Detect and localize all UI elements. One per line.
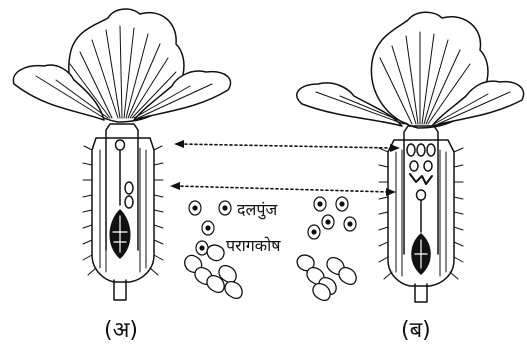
arrow-stigma-to-anther <box>180 144 394 148</box>
pollen-label: दलपुंज <box>236 198 278 220</box>
flower-a-pedicel <box>114 280 126 300</box>
flower-b-label: (ब) <box>401 314 431 344</box>
anther-sacs-right <box>297 255 356 300</box>
arrow-heads <box>170 140 400 196</box>
flower-a-label: (अ) <box>104 314 138 344</box>
dotted-arrows <box>176 144 394 192</box>
flower-a <box>13 9 230 300</box>
arrow-anther-to-style <box>176 186 390 192</box>
anther-label: परागकोष <box>226 234 280 256</box>
flower-a-calyx <box>92 138 154 282</box>
